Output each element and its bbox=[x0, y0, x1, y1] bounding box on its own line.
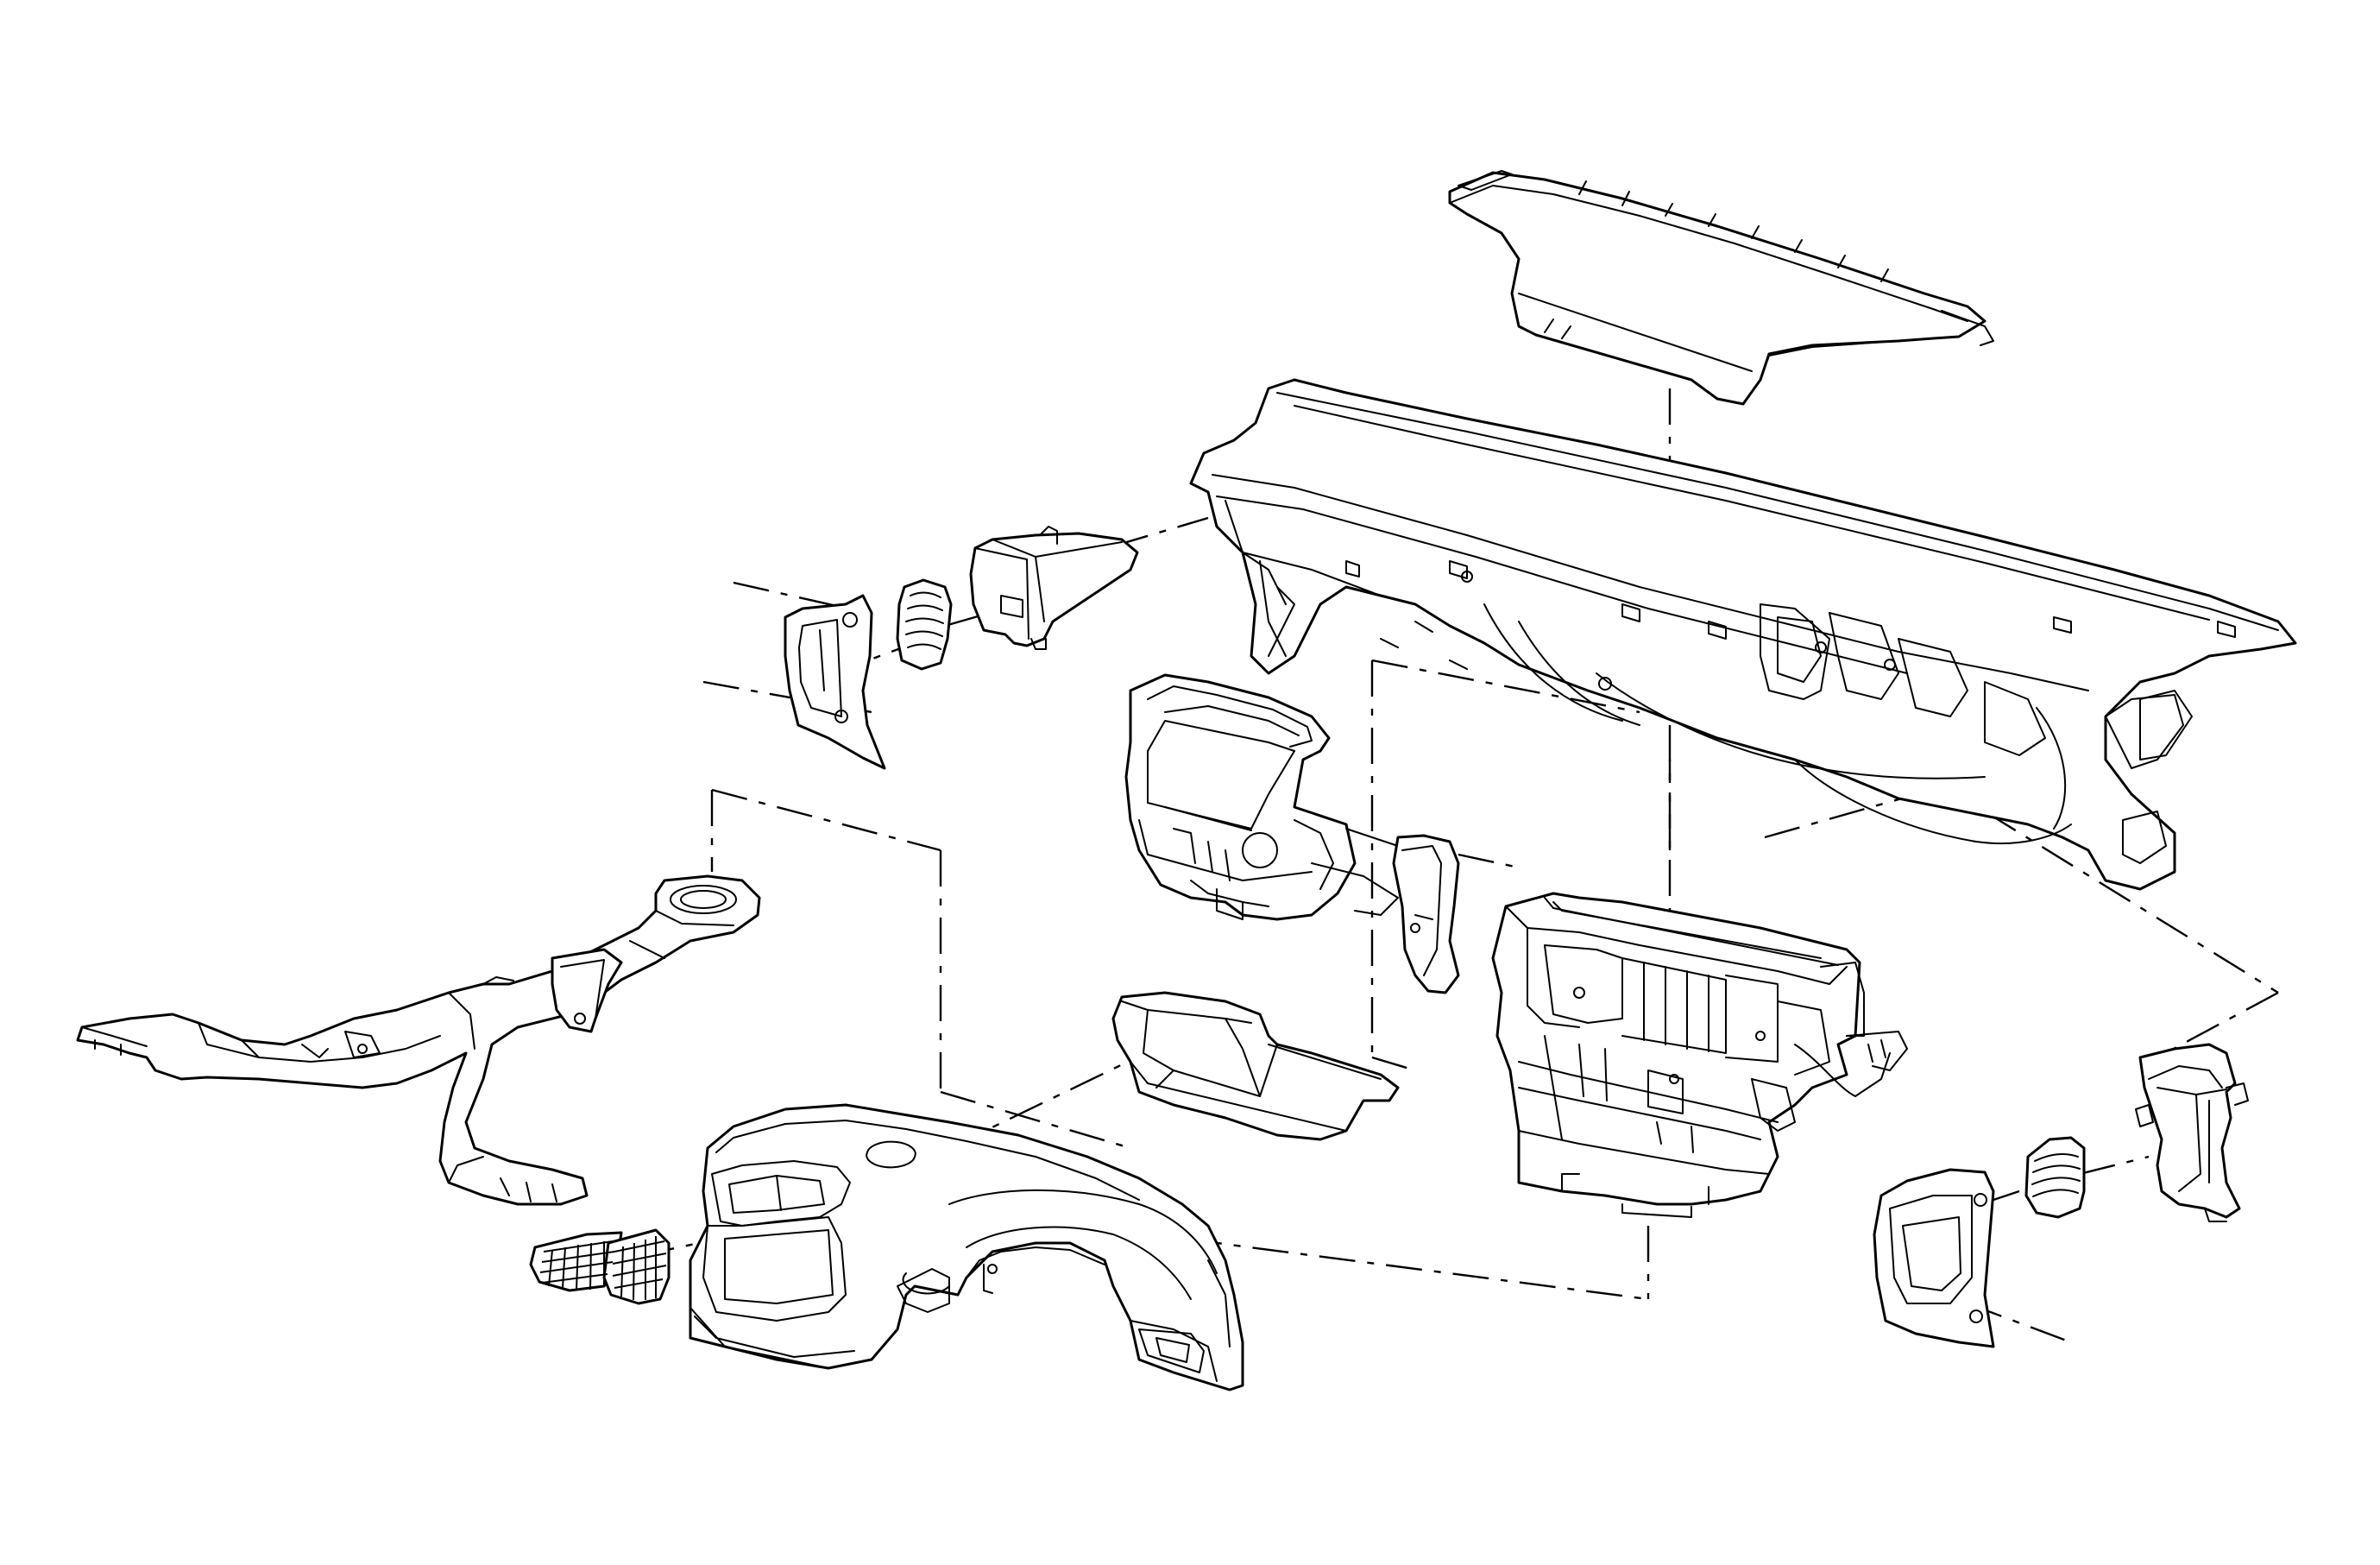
center-air-outlet-duct bbox=[1392, 834, 1460, 994]
leader-floor-duct-box-bottom bbox=[940, 1090, 1131, 1150]
leader-right-grille-to-duct bbox=[2079, 1155, 2150, 1176]
hvac-module-assembly bbox=[1491, 892, 1908, 1218]
right-grille-mesh bbox=[612, 1236, 667, 1301]
right-air-outlet-grille bbox=[2024, 1136, 2086, 1219]
leader-hvac-top bbox=[1371, 659, 1640, 714]
left-air-outlet-grille bbox=[896, 578, 953, 671]
leader-left-outlet-upper bbox=[733, 581, 868, 615]
left-side-window-defogger-duct bbox=[969, 526, 1139, 650]
floor-air-distributor-duct bbox=[76, 874, 761, 1206]
center-air-outlet-grilles bbox=[529, 1228, 671, 1305]
left-grille-mesh bbox=[539, 1240, 615, 1290]
leader-right-cowl-long bbox=[1984, 810, 2279, 994]
instrument-panel-carrier bbox=[689, 1103, 1244, 1391]
blower-motor-assembly bbox=[1124, 673, 1416, 921]
left-outlet-bezel bbox=[784, 594, 886, 770]
right-outlet-bezel bbox=[1873, 1168, 1995, 1348]
leader-center-duct-to-hvac bbox=[1458, 853, 1520, 869]
leader-hvac-bottom bbox=[1371, 1056, 1416, 1072]
leader-floor-duct-box-top bbox=[711, 788, 941, 852]
center-floor-adapter-duct bbox=[551, 948, 623, 1033]
defroster-duct bbox=[1448, 170, 1994, 406]
leader-right-bezel-upper bbox=[1993, 1190, 2020, 1202]
dash-panel-cowl bbox=[1189, 378, 2297, 891]
heater-core-cover bbox=[1111, 991, 1400, 1141]
right-side-window-defogger-duct bbox=[2135, 1043, 2249, 1222]
leader-right-bezel-to-duct bbox=[2156, 991, 2279, 1059]
